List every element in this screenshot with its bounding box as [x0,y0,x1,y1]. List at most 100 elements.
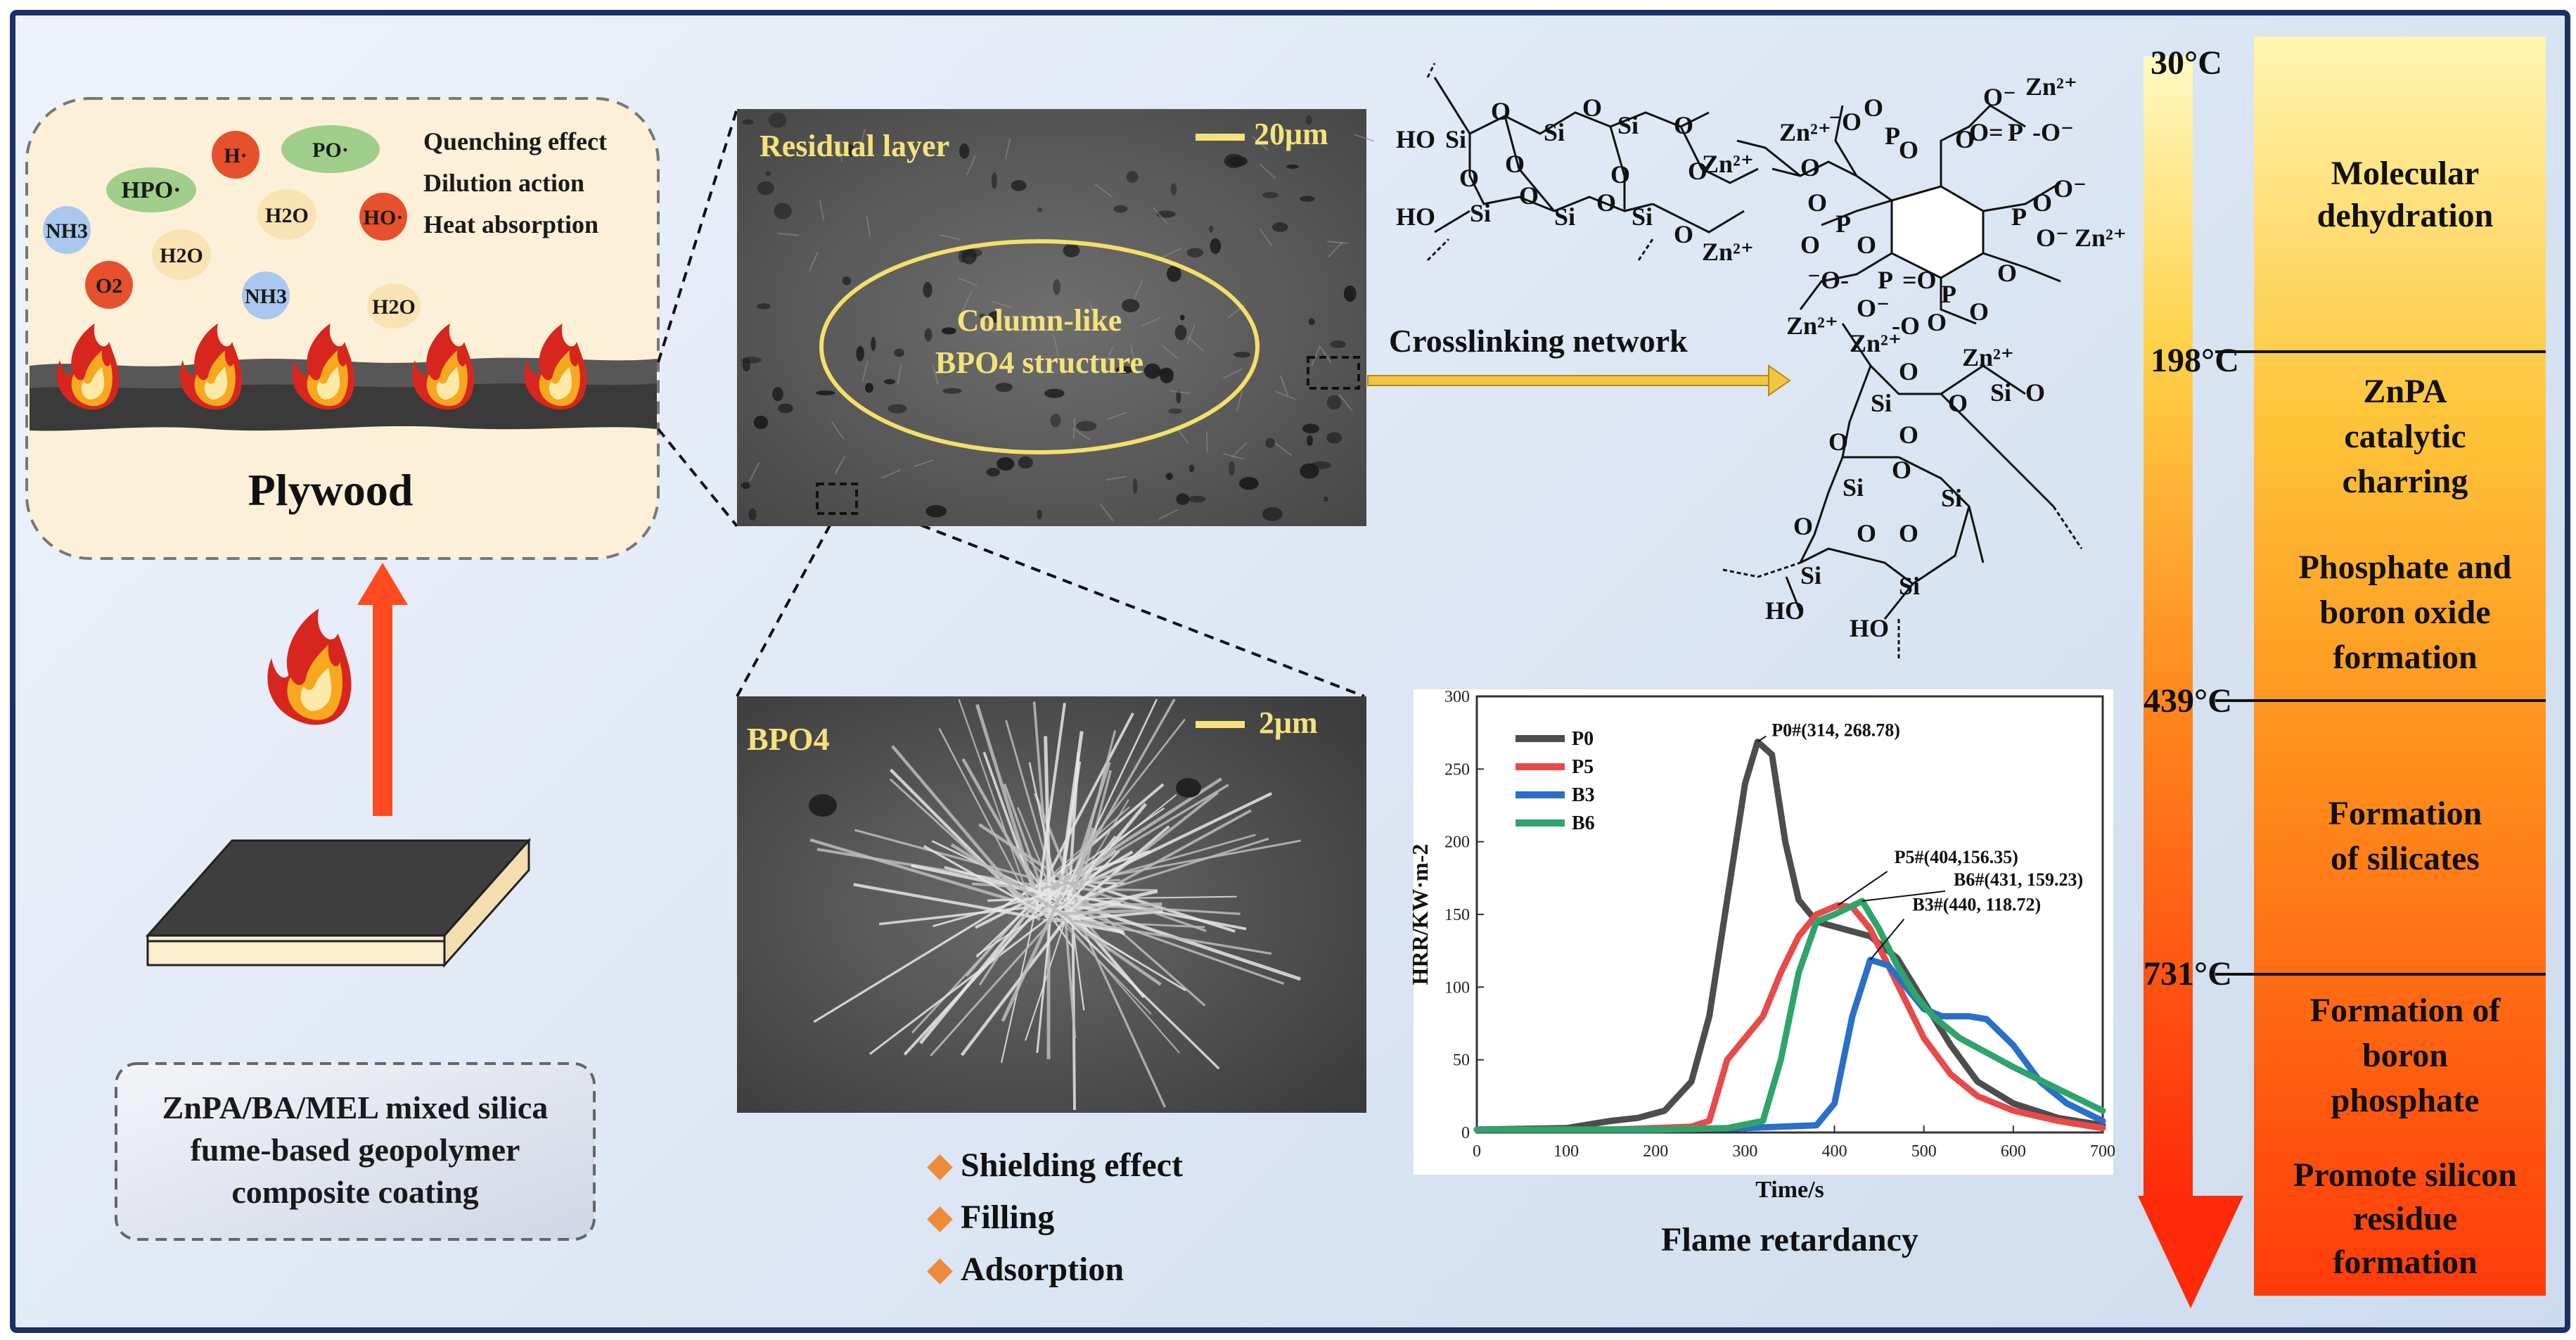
svg-text:O: O [1688,157,1707,185]
svg-text:O: O [1491,97,1511,125]
sem-top-scale: 20μm [1254,117,1328,151]
species-label: HPO· [122,177,181,203]
svg-text:HO: HO [1765,596,1805,625]
y-tick-label: 50 [1453,1052,1470,1070]
svg-text:HO: HO [1396,203,1435,231]
peak-annotation: P0#(314, 268.78) [1771,720,1900,741]
series-line-b3 [1473,957,2106,1133]
svg-text:O: O [1899,357,1918,385]
svg-text:Si: Si [1544,118,1565,146]
x-tick-label: 300 [1732,1142,1757,1161]
y-tick-label: 300 [1444,688,1470,706]
stage-text: formation [2333,639,2477,676]
species-label: H2O [265,204,309,227]
x-tick-label: 500 [1911,1142,1937,1161]
peak-annotation: B6#(431, 159.23) [1954,869,2083,890]
stage-text: dehydration [2317,197,2494,234]
legend-label: P5 [1572,756,1594,778]
stage-text: Formation of [2310,992,2501,1029]
peak-annotation: P5#(404,156.35) [1895,847,2018,867]
species-label: H2O [372,295,416,319]
species-label: H· [224,144,247,167]
temp-label-198: 198°C [2151,342,2239,379]
svg-text:O: O [1807,189,1827,217]
svg-text:Si: Si [1554,203,1575,231]
svg-text:Si: Si [1843,473,1864,502]
svg-text:Zn²⁺: Zn²⁺ [1962,343,2014,371]
species-label: O2 [96,274,122,298]
svg-text:O: O [1674,220,1693,248]
stage-text: charring [2343,463,2468,500]
svg-text:O: O [1857,231,1876,259]
svg-text:HO: HO [1850,614,1889,642]
svg-text:O: O [1927,308,1947,336]
svg-text:Si: Si [1990,378,2011,407]
stage-text: Promote silicon [2293,1156,2517,1194]
svg-text:Si: Si [1632,203,1653,231]
coating-label-box [115,1062,596,1241]
stage-text: ZnPA [2363,373,2447,410]
stage-text: boron [2362,1037,2448,1074]
y-tick-label: 0 [1461,1124,1470,1142]
svg-text:O: O [1674,111,1693,139]
annotation-leader [1869,919,1905,961]
temperature-arrow-shaft [2144,56,2193,1203]
species-label: H2O [160,244,203,267]
species-bubble: PO· [281,125,380,173]
annotation-leader [1757,735,1767,743]
svg-text:Si: Si [1445,125,1466,153]
x-tick-label: 200 [1643,1142,1668,1161]
effect-quenching: Quenching effect [423,127,607,155]
coating-label-line: ZnPA/BA/MEL mixed silica [162,1090,549,1125]
x-tick-label: 400 [1822,1142,1847,1161]
stage-column [2254,37,2546,1296]
crosslinked-network-structure [1426,63,2083,661]
svg-text:O: O [1505,150,1525,178]
svg-text:Zn²⁺: Zn²⁺ [1702,150,1754,178]
legend-label: P0 [1572,728,1594,750]
svg-text:O: O [1793,512,1813,540]
species-bubble: H2O [152,229,211,280]
species-bubble: O2 [85,261,133,309]
svg-text:Zn²⁺: Zn²⁺ [1702,238,1754,266]
plywood-label: Plywood [248,465,414,515]
temp-label-30: 30°C [2151,44,2222,82]
bullet-adsorption: Adsorption [961,1251,1124,1288]
svg-text:O: O [1519,181,1539,210]
svg-text:Zn²⁺: Zn²⁺ [2025,72,2077,101]
temperature-arrow-head [2138,1196,2243,1308]
svg-text:O: O [1800,231,1820,259]
svg-text:P: P [1941,280,1956,308]
chart-caption: Flame retardancy [1661,1221,1918,1258]
annotation-leader [1838,871,1888,906]
svg-text:O⁻: O⁻ [1857,294,1890,322]
species-bubble: NH3 [43,206,91,254]
species-bubble: H· [212,131,259,179]
coating-label-line: fume-based geopolymer [191,1132,520,1168]
x-tick-label: 700 [2090,1142,2115,1161]
svg-text:Si: Si [1617,111,1639,139]
sem-bottom-scale: 2μm [1259,706,1318,740]
x-tick-label: 100 [1553,1142,1579,1161]
species-bubble: H2O [367,283,421,328]
svg-text:HO: HO [1396,125,1435,153]
species-label: NH3 [46,219,88,243]
effect-heat-absorption: Heat absorption [423,210,598,238]
svg-text:O⁻: O⁻ [1983,83,2016,111]
svg-text:=O: =O [1902,266,1937,294]
svg-text:P: P [2011,203,2027,231]
species-label: NH3 [245,285,287,308]
species-bubble: HPO· [106,167,196,212]
heat-up-arrow [357,563,408,816]
svg-text:O: O [1892,456,1911,484]
svg-text:O: O [1596,189,1616,217]
svg-text:Zn²⁺: Zn²⁺ [1779,118,1831,146]
svg-text:O: O [1955,125,1975,153]
svg-text:O: O [1899,136,1918,164]
effect-dilution: Dilution action [423,169,584,197]
svg-text:O: O [1899,519,1918,547]
svg-text:Zn²⁺: Zn²⁺ [2075,224,2127,252]
